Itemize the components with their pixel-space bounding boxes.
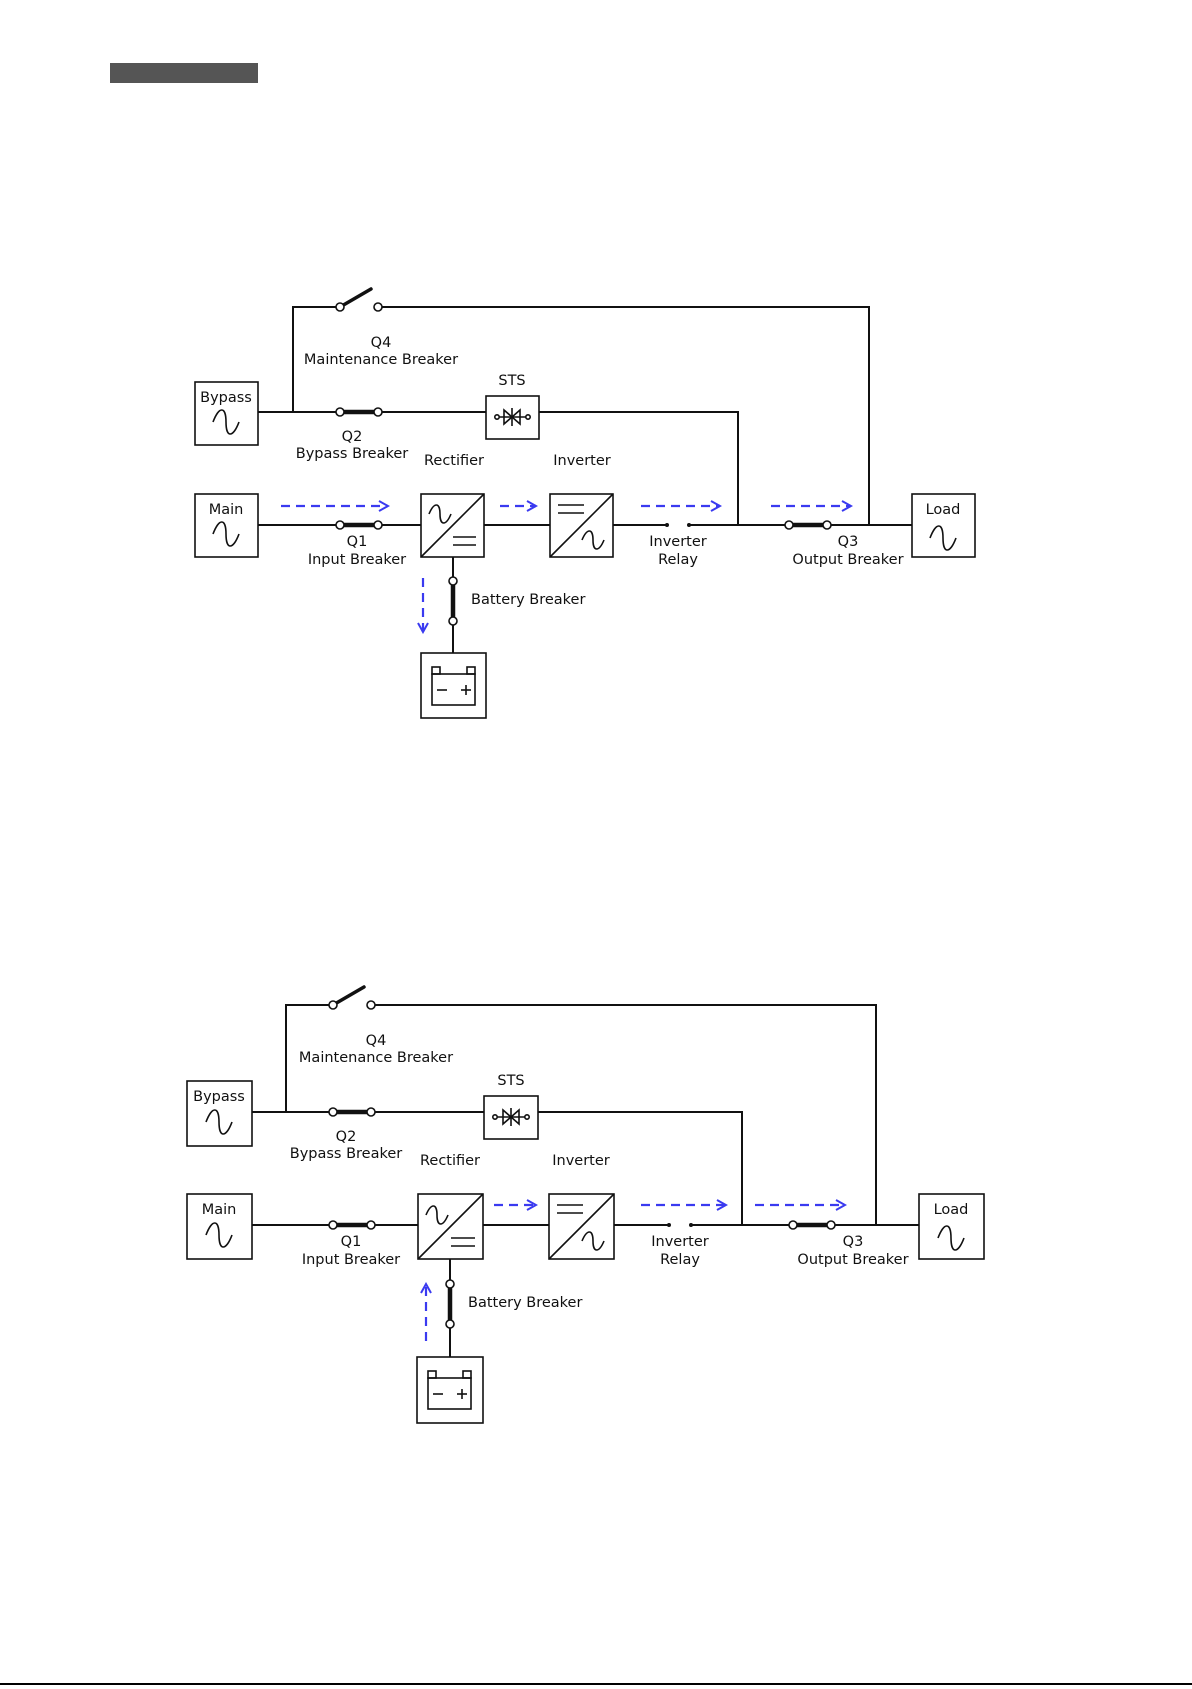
- load-label: Load: [934, 1202, 969, 1218]
- q3-node-left: [785, 521, 793, 529]
- q3-node-right: [827, 1221, 835, 1229]
- q1-name-label: Input Breaker: [308, 552, 406, 568]
- q2-node-right: [367, 1108, 375, 1116]
- q3-node-right: [823, 521, 831, 529]
- inverter-relay-contact-1: [667, 1223, 671, 1227]
- q4-name-label: Maintenance Breaker: [299, 1050, 453, 1066]
- q1-label: Q1: [347, 534, 368, 550]
- q2-node-right: [374, 408, 382, 416]
- q4-label: Q4: [371, 335, 392, 351]
- main-label: Main: [209, 502, 244, 518]
- q4-node-left: [329, 1001, 337, 1009]
- main-label: Main: [202, 1202, 237, 1218]
- rectifier-label: Rectifier: [420, 1153, 480, 1169]
- q2-label: Q2: [336, 1129, 357, 1145]
- battery-breaker-node-bottom: [449, 617, 457, 625]
- inverter-relay-label-1: Inverter: [649, 534, 707, 550]
- load-label: Load: [926, 502, 961, 518]
- q3-name-label: Output Breaker: [792, 552, 903, 568]
- q2-node-left: [329, 1108, 337, 1116]
- diagram-normal-mode: Q4 Maintenance Breaker Bypass STS: [195, 289, 975, 718]
- inverter-relay-contact-1: [665, 523, 669, 527]
- inverter-label: Inverter: [552, 1153, 610, 1169]
- q3-label: Q3: [838, 534, 859, 550]
- q2-name-label: Bypass Breaker: [290, 1146, 403, 1162]
- q3-node-left: [789, 1221, 797, 1229]
- q3-label: Q3: [843, 1234, 864, 1250]
- inverter-label: Inverter: [553, 453, 611, 469]
- q4-wire-right: [371, 1005, 876, 1225]
- inverter-relay-label-1: Inverter: [651, 1234, 709, 1250]
- q1-node-left: [329, 1221, 337, 1229]
- battery-box: [417, 1357, 483, 1423]
- q1-name-label: Input Breaker: [302, 1252, 400, 1268]
- header-bar: [110, 63, 258, 83]
- inverter-relay-label-2: Relay: [660, 1252, 700, 1268]
- q4-label: Q4: [366, 1033, 387, 1049]
- q1-node-left: [336, 521, 344, 529]
- q1-node-right: [367, 1221, 375, 1229]
- sts-label: STS: [498, 373, 525, 389]
- bypass-label: Bypass: [200, 390, 252, 406]
- battery-breaker-node-bottom: [446, 1320, 454, 1328]
- q2-label: Q2: [342, 429, 363, 445]
- battery-breaker-label: Battery Breaker: [471, 592, 585, 608]
- q4-switch-blade: [340, 289, 371, 307]
- q1-label: Q1: [341, 1234, 362, 1250]
- q4-node-right: [367, 1001, 375, 1009]
- battery-breaker-label: Battery Breaker: [468, 1295, 582, 1311]
- q2-name-label: Bypass Breaker: [296, 446, 409, 462]
- battery-breaker-node-top: [449, 577, 457, 585]
- q4-node-right: [374, 303, 382, 311]
- rectifier-label: Rectifier: [424, 453, 484, 469]
- battery-breaker-node-top: [446, 1280, 454, 1288]
- q3-name-label: Output Breaker: [797, 1252, 908, 1268]
- q1-node-right: [374, 521, 382, 529]
- battery-box: [421, 653, 486, 718]
- diagram-battery-mode: Q4 Maintenance Breaker Bypass STS Q2: [187, 987, 984, 1423]
- inverter-relay-label-2: Relay: [658, 552, 698, 568]
- sts-label: STS: [497, 1073, 524, 1089]
- q4-switch-blade: [333, 987, 364, 1005]
- q4-wire-right: [378, 307, 869, 525]
- q4-node-left: [336, 303, 344, 311]
- bypass-label: Bypass: [193, 1089, 245, 1105]
- q4-name-label: Maintenance Breaker: [304, 352, 458, 368]
- q2-node-left: [336, 408, 344, 416]
